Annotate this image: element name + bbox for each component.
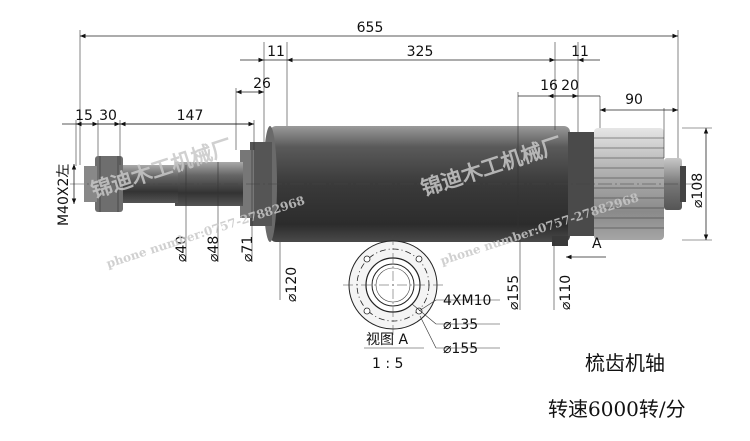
dim-dia155-b: ⌀155 (443, 341, 478, 357)
caption-title: 梳齿机轴 (585, 351, 665, 375)
dim-dia155: ⌀155 (506, 275, 522, 310)
dim-dia135: ⌀135 (443, 317, 478, 333)
dim-l30: 30 (99, 108, 117, 124)
main-cylinder (270, 126, 570, 242)
caption-speed: 转速6000转/分 (548, 397, 686, 421)
view-label: 视图 A (366, 332, 408, 348)
dim-body-length: 325 (407, 44, 434, 60)
dim-r16: 16 (540, 78, 558, 94)
spindle-body (70, 126, 700, 246)
dim-r20: 20 (561, 78, 579, 94)
view-scale: 1 : 5 (372, 356, 403, 372)
dim-dia48: ⌀48 (206, 236, 222, 262)
dim-dia120: ⌀120 (284, 267, 300, 302)
dim-dia108: ⌀108 (690, 173, 706, 208)
dim-step-26: 26 (253, 76, 271, 92)
dim-right-flange: 11 (571, 44, 589, 60)
dim-dia71: ⌀71 (240, 236, 256, 262)
dim-dia40: ⌀40 (174, 236, 190, 262)
dim-d90: 90 (625, 92, 643, 108)
dim-l147: 147 (177, 108, 204, 124)
diameter-dimensions: M40X2左 ⌀40 ⌀48 ⌀71 ⌀120 ⌀155 ⌀110 ⌀108 A (56, 127, 712, 310)
left-flange (250, 142, 272, 226)
view-arrow-label: A (592, 236, 602, 252)
dim-overall-length: 655 (357, 20, 384, 36)
dim-hole-spec: 4XM10 (443, 293, 491, 309)
dim-dia110: ⌀110 (558, 275, 574, 310)
thread-end (84, 166, 97, 202)
dim-thread: M40X2左 (56, 164, 72, 226)
dim-l15: 15 (75, 108, 93, 124)
dim-left-flange: 11 (267, 44, 285, 60)
top-dimensions: 655 11 325 11 26 16 20 90 15 30 147 (62, 20, 679, 240)
view-a: 4XM10 ⌀135 ⌀155 视图 A 1 : 5 (343, 235, 500, 372)
